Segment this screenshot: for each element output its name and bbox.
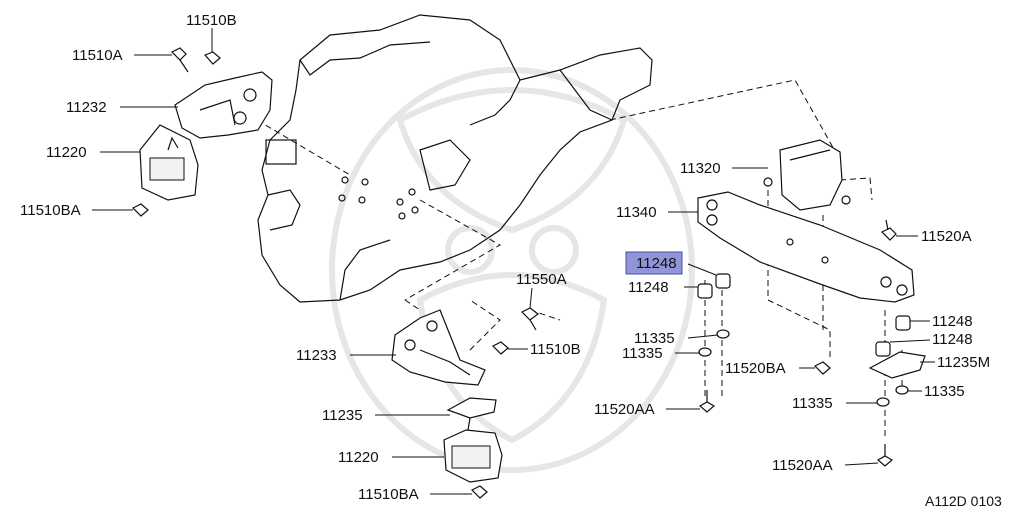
bolt-11550A [520,307,539,331]
engine-transmission-outline [257,14,653,303]
bolt-11520A [880,219,897,241]
leader-lines [92,28,935,495]
label-11520A[interactable]: 11520A [921,228,972,245]
label-11510BA-bottom[interactable]: 11510BA [358,486,419,503]
diagram-code: A112D 0103 [925,493,1002,509]
label-11235M[interactable]: 11235M [937,354,990,371]
label-11232[interactable]: 11232 [66,99,107,116]
upper-insulator-11220 [139,124,199,201]
bushing-set-11248 [697,273,911,357]
label-11550A[interactable]: 11550A [516,271,567,288]
label-11510A[interactable]: 11510A [72,47,123,64]
label-11248-b[interactable]: 11248 [932,313,973,330]
nut-11510BA-top [131,203,149,217]
label-11510B-top[interactable]: 11510B [186,12,237,29]
lower-insulator-11220 [443,417,503,483]
label-11335-d[interactable]: 11335 [792,395,833,412]
label-11248-highlighted[interactable]: 11248 [636,255,677,272]
label-11335-c[interactable]: 11335 [924,383,965,400]
label-11520BA[interactable]: 11520BA [725,360,786,377]
label-11220-top[interactable]: 11220 [46,144,87,161]
bolt-11520AA-left [698,390,716,413]
label-11320[interactable]: 11320 [680,160,721,177]
nut-11510B-mid [491,341,509,355]
watermark-emblem [329,67,695,473]
label-11235[interactable]: 11235 [322,407,363,424]
nut-11510B-top [203,51,221,65]
washers-11335 [698,329,909,407]
plate-11235M [868,351,926,379]
lower-mount-bracket-11233 [391,309,486,386]
bolt-11510A [170,47,189,73]
crossmember-11340 [697,191,915,303]
nut-11510BA-bottom [470,485,488,499]
label-11520AA-bottom[interactable]: 11520AA [772,457,833,474]
label-11233[interactable]: 11233 [296,347,337,364]
label-11510B-mid[interactable]: 11510B [530,341,581,358]
label-11248-a[interactable]: 11248 [628,279,669,296]
upper-mount-bracket-11232 [174,71,273,139]
bolt-11520AA-bottom [876,444,894,467]
label-11520AA-left[interactable]: 11520AA [594,401,655,418]
label-11335-a[interactable]: 11335 [634,330,675,347]
label-11340[interactable]: 11340 [616,204,657,221]
plate-11235 [446,397,497,419]
label-11248-c[interactable]: 11248 [932,331,973,348]
label-11220-bottom[interactable]: 11220 [338,449,379,466]
rear-mount-insulator-11320 [763,139,851,211]
label-11335-b[interactable]: 11335 [622,345,663,362]
label-11510BA-top[interactable]: 11510BA [20,202,81,219]
highlighted-part-callout[interactable] [625,251,683,275]
nut-11520BA [813,361,831,375]
